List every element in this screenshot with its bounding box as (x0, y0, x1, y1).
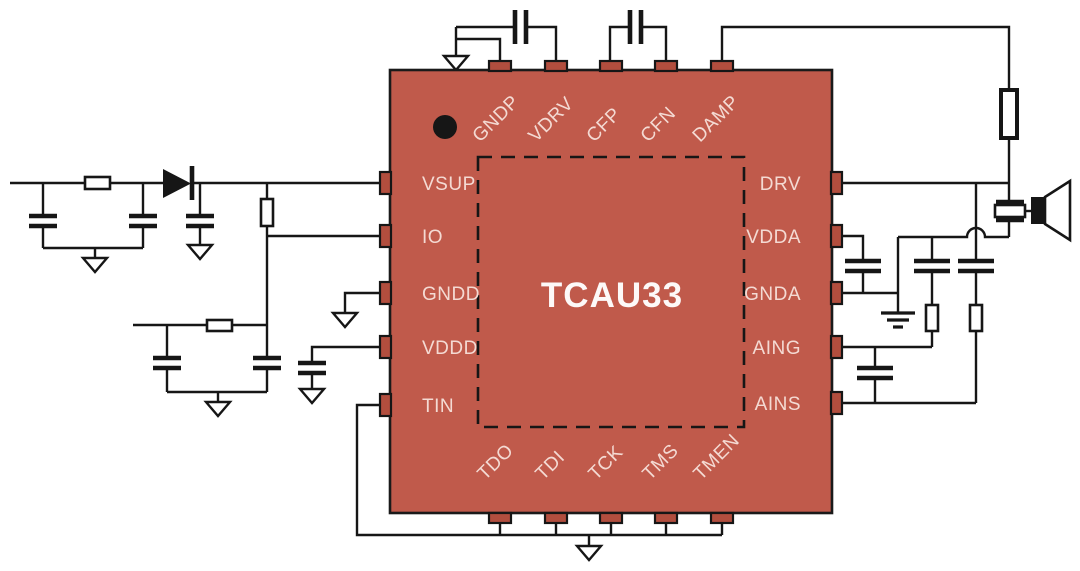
resistor-series-vsup (83, 175, 112, 191)
jtag-ground-rail (498, 523, 724, 562)
wire-cap-t2-left-to-cfp (608, 25, 629, 62)
chip-title: TCAU33 (541, 276, 683, 315)
pin-label-gnda: GNDA (744, 284, 801, 305)
ground-symbol-jtag (574, 544, 604, 562)
pin-gnda (829, 280, 844, 306)
chip: TCAU33 VSUP IO GNDD VDDD TIN DRV VDDA (378, 59, 844, 525)
wire-vdda (841, 234, 865, 260)
pin-io (378, 223, 393, 249)
wire-cap-t1-right-to-vdrv (527, 25, 558, 62)
chip-body (388, 68, 834, 515)
pin-damp (709, 59, 735, 73)
ground-symbol-gndp (441, 54, 471, 72)
pin-aing (829, 334, 844, 360)
speaker-horn (1043, 178, 1072, 243)
pin-cfp (598, 59, 624, 73)
wire-cap-t2-right-to-cfn (642, 25, 668, 62)
pin-label-aing: AING (753, 338, 801, 359)
wire-gndd (343, 291, 381, 313)
pin-label-drv: DRV (760, 174, 801, 195)
pin-drv (829, 170, 844, 196)
resistor-series-lower (205, 318, 234, 333)
pin-tdo (487, 511, 513, 525)
vsup-input-circuit (10, 166, 381, 274)
resistor-damp (999, 88, 1019, 140)
pin-label-vddd: VDDD (422, 338, 478, 359)
top-capacitor-circuits (441, 10, 668, 72)
io-divider-circuit (133, 183, 381, 418)
damp-drv-speaker-circuit (720, 25, 1072, 243)
ground-symbol-gndd (330, 311, 360, 329)
speaker-coil-box (993, 203, 1027, 219)
chip-inner-boundary (476, 155, 746, 429)
gndd-vddd-tin-circuit (297, 291, 722, 537)
ground-symbol-3 (203, 400, 233, 418)
wire-damp-to-resistor (720, 25, 1011, 90)
pin-vddd (378, 334, 393, 360)
pin-gndp (487, 59, 513, 73)
pin-tck (598, 511, 624, 525)
wire-gndp (456, 37, 502, 62)
wire-vddd (310, 345, 381, 362)
pin-tmen (709, 511, 735, 525)
pin-ains (829, 390, 844, 416)
pin1-marker-dot (433, 115, 457, 139)
pin-label-tin: TIN (422, 396, 454, 417)
resistor-aing (924, 303, 940, 333)
wire-speaker-return-with-hop (898, 226, 1009, 239)
ground-symbol-2 (185, 243, 215, 261)
pin-cfn (653, 59, 679, 73)
wire-tin-to-jtag-rail (355, 403, 722, 537)
pin-label-vsup: VSUP (422, 174, 476, 195)
pin-label-vdda: VDDA (746, 227, 801, 248)
pin-vsup (378, 170, 393, 196)
pin-label-gndd: GNDD (422, 284, 480, 305)
pin-label-ains: AINS (755, 394, 801, 415)
pin-tms (653, 511, 679, 525)
pin-tin (378, 392, 393, 418)
earth-ground-symbol (881, 311, 915, 329)
pin-tdi (543, 511, 569, 525)
resistor-vertical-io (259, 197, 275, 228)
resistor-ains (968, 303, 984, 333)
pin-gndd (378, 280, 393, 306)
ground-symbol-vddd (297, 387, 327, 405)
speaker-icon (993, 178, 1072, 243)
analog-feedback-network (841, 183, 994, 405)
pin-vdrv (543, 59, 569, 73)
ground-symbol-1 (80, 256, 110, 274)
diode-vsup (163, 169, 191, 198)
speaker-magnet (1031, 197, 1045, 224)
pin-vdda (829, 223, 844, 249)
pin-label-io: IO (422, 227, 443, 248)
